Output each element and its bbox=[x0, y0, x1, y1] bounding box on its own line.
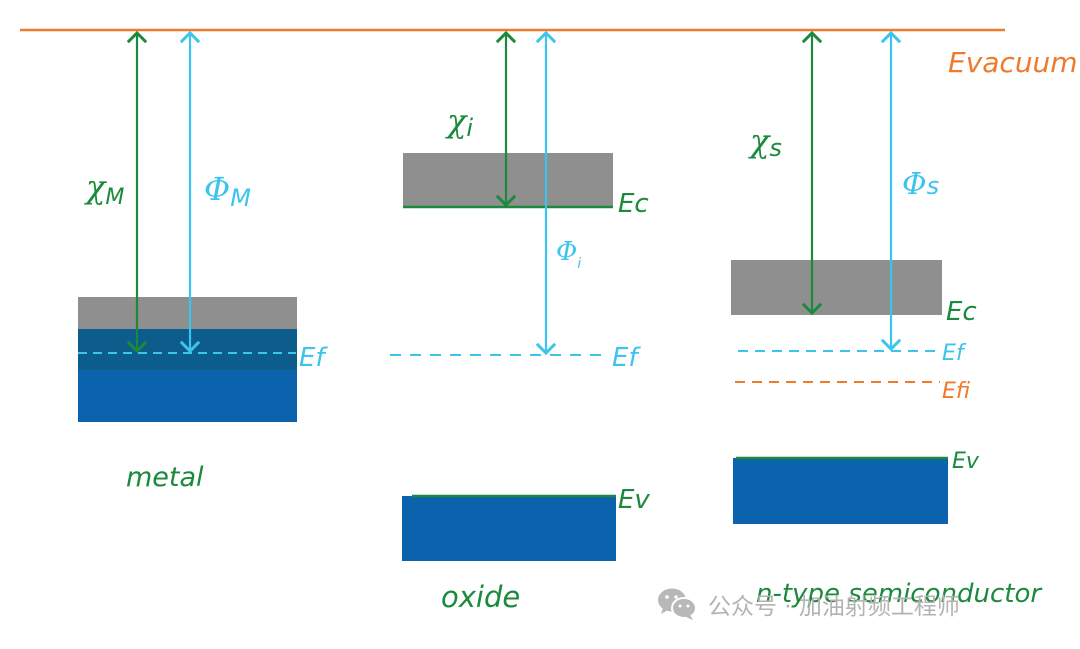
oxide-ec-label: Ec bbox=[618, 189, 649, 219]
evacuum-label: Evacuum bbox=[948, 46, 1078, 79]
oxide-phi-label: Φi bbox=[556, 237, 581, 272]
oxide-ev-label: Ev bbox=[618, 485, 650, 515]
semi-ec-label: Ec bbox=[946, 297, 977, 327]
oxide-label: oxide bbox=[441, 580, 520, 614]
semi-phi-label: Φs bbox=[902, 167, 939, 202]
metal-ef-label: Ef bbox=[299, 343, 328, 373]
oxide-conduction-band bbox=[403, 153, 613, 208]
metal-overlap-band bbox=[78, 329, 297, 370]
metal-chi-label: χM bbox=[84, 168, 124, 210]
semi-efi-label: Efi bbox=[942, 379, 971, 404]
watermark: 公众号 · 加油射频工程师 bbox=[656, 586, 960, 622]
oxide-valence-band bbox=[402, 496, 616, 561]
semi-ef-label: Ef bbox=[942, 341, 967, 366]
semi-valence-band bbox=[733, 458, 948, 524]
metal-label: metal bbox=[126, 462, 204, 493]
metal-top-band bbox=[78, 297, 297, 329]
metal-valence-band bbox=[78, 370, 297, 422]
oxide-ef-label: Ef bbox=[612, 343, 641, 373]
semi-chi-label: χs bbox=[748, 122, 782, 162]
watermark-text: 公众号 · 加油射频工程师 bbox=[708, 594, 960, 620]
semi-conduction-band bbox=[731, 260, 942, 315]
oxide-chi-label: χi bbox=[445, 102, 473, 142]
metal-phi-label: ΦM bbox=[204, 170, 251, 212]
semiconductor-label: n-type semiconductor bbox=[756, 579, 1043, 609]
semi-ev-label: Ev bbox=[952, 449, 980, 474]
wechat-icon bbox=[658, 588, 697, 620]
